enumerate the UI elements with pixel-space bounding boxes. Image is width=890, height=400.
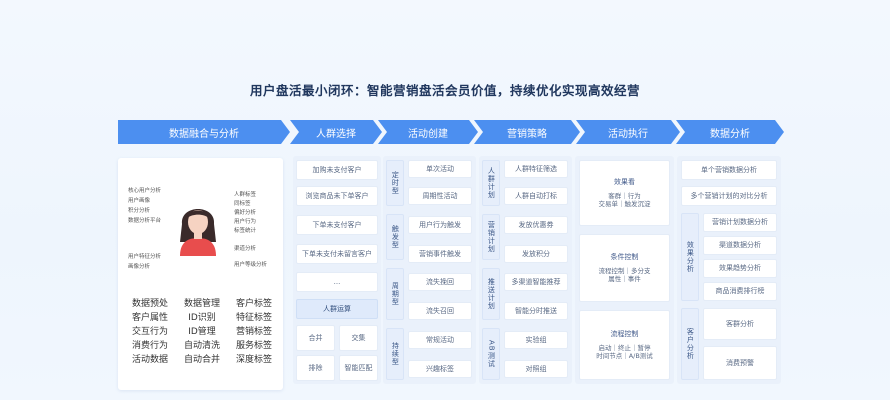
capability-cell: ID识别 xyxy=(178,310,226,323)
strategy-item[interactable]: 智能分时推送 xyxy=(504,302,568,320)
profile-note: 渠道分析 xyxy=(234,246,257,252)
profile-note: 用户特征分析 xyxy=(128,254,162,260)
page-title: 用户盘活最小闭环：智能营销盘活会员价值，持续优化实现高效经营 xyxy=(249,83,640,98)
execution-block: 效果看 客群｜行为 交易单｜触发沉淀 xyxy=(579,160,670,226)
capability-cell: 自动合并 xyxy=(178,352,226,365)
analysis-item[interactable]: 商品消费排行榜 xyxy=(703,282,777,301)
execution-block-body: 客群｜行为 交易单｜触发沉淀 xyxy=(598,192,651,209)
campaign-item[interactable]: 用户行为触发 xyxy=(408,216,472,234)
strategy-item[interactable]: 对照组 xyxy=(504,360,568,378)
analysis-item[interactable]: 营销计划数据分析 xyxy=(703,213,777,232)
profile-note: 用户行为 xyxy=(234,219,257,225)
strategy-type-label: AB测试 xyxy=(482,328,500,380)
capability-cell: ID管理 xyxy=(178,324,226,337)
profile-note: 画像分析 xyxy=(128,264,151,270)
profile-note: 数据分析平台 xyxy=(128,218,162,224)
analysis-item[interactable]: 消费预警 xyxy=(703,346,777,380)
campaign-item[interactable]: 兴趣标签 xyxy=(408,360,472,378)
capability-cell: 客户属性 xyxy=(126,310,174,323)
campaign-item[interactable]: 营销事件触发 xyxy=(408,245,472,263)
profile-note: 积分分析 xyxy=(128,208,151,214)
strategy-item[interactable]: 人群特征筛选 xyxy=(504,160,568,178)
execution-block-body: 启动｜终止｜暂停 时间节点｜A/B测试 xyxy=(596,344,653,361)
capability-cell: 服务标签 xyxy=(230,338,278,351)
analysis-item[interactable]: 客群分析 xyxy=(703,308,777,340)
strategy-item[interactable]: 实验组 xyxy=(504,331,568,349)
profile-note: 人群标签 xyxy=(234,192,257,198)
execution-block: 流程控制 启动｜终止｜暂停 时间节点｜A/B测试 xyxy=(579,310,670,380)
strategy-item[interactable]: 发放优惠券 xyxy=(504,216,568,234)
strategy-type-label: 人群计划 xyxy=(482,160,500,206)
execution-block-title: 效果看 xyxy=(614,177,635,186)
campaign-type-label: 周期型 xyxy=(386,268,404,320)
execution-block: 条件控制 流程控制｜多分支 属性｜事件 xyxy=(579,234,670,302)
audience-op[interactable]: 排除 xyxy=(296,355,335,381)
audience-item[interactable]: 下单未支付客户 xyxy=(296,215,378,235)
analysis-item[interactable]: 多个营销计划的对比分析 xyxy=(681,186,777,206)
capability-cell: 数据预处 xyxy=(126,296,174,309)
stage-audience: 人群选择 xyxy=(290,120,382,144)
execution-block-title: 流程控制 xyxy=(610,329,639,338)
campaign-item[interactable]: 单次活动 xyxy=(408,160,472,178)
audience-op[interactable]: 交集 xyxy=(339,325,378,351)
profile-note: 同标签 xyxy=(234,201,251,207)
audience-item[interactable]: ... xyxy=(296,272,378,292)
capability-cell: 深度标签 xyxy=(230,352,278,365)
execution-block-body: 流程控制｜多分支 属性｜事件 xyxy=(598,267,651,284)
campaign-item[interactable]: 常规活动 xyxy=(408,331,472,349)
campaign-type-label: 持续型 xyxy=(386,328,404,380)
profile-note: 偏好分析 xyxy=(234,210,257,216)
execution-block-title: 条件控制 xyxy=(610,252,639,261)
strategy-item[interactable]: 多渠道智能推荐 xyxy=(504,273,568,291)
capability-cell: 客户标签 xyxy=(230,296,278,309)
analysis-item[interactable]: 单个营销数据分析 xyxy=(681,160,777,180)
capability-cell: 消费行为 xyxy=(126,338,174,351)
capability-cell: 营销标签 xyxy=(230,324,278,337)
audience-op[interactable]: 合并 xyxy=(296,325,335,351)
analysis-item[interactable]: 效果趋势分析 xyxy=(703,259,777,278)
stage-campaign: 活动创建 xyxy=(378,120,478,144)
profile-note: 核心用户分析 xyxy=(128,188,162,194)
capability-cell: 特征标签 xyxy=(230,310,278,323)
audience-item[interactable]: 加购未支付客户 xyxy=(296,160,378,180)
analysis-type-label: 客户分析 xyxy=(681,308,699,380)
data-fusion-panel xyxy=(118,158,283,390)
audience-item[interactable]: 浏览商品未下单客户 xyxy=(296,186,378,206)
campaign-item[interactable]: 流失召回 xyxy=(408,302,472,320)
campaign-item[interactable]: 流失挽回 xyxy=(408,273,472,291)
analysis-item[interactable]: 渠道数据分析 xyxy=(703,236,777,255)
profile-note: 用户等级分析 xyxy=(234,262,268,268)
stage-analysis: 数据分析 xyxy=(676,120,784,144)
stage-data-fusion: 数据融合与分析 xyxy=(118,120,290,144)
capability-cell: 交互行为 xyxy=(126,324,174,337)
stage-strategy: 营销策略 xyxy=(474,120,580,144)
strategy-type-label: 推送计划 xyxy=(482,268,500,320)
analysis-type-label: 效果分析 xyxy=(681,213,699,301)
stage-execution: 活动执行 xyxy=(576,120,680,144)
capability-cell: 活动数据 xyxy=(126,352,174,365)
strategy-item[interactable]: 人群自动打标 xyxy=(504,187,568,205)
audience-operation-title: 人群运算 xyxy=(296,299,378,319)
campaign-type-label: 定时型 xyxy=(386,160,404,206)
profile-note: 用户画像 xyxy=(128,198,151,204)
strategy-item[interactable]: 发放积分 xyxy=(504,245,568,263)
audience-op[interactable]: 智能匹配 xyxy=(339,355,378,381)
avatar xyxy=(172,196,224,256)
campaign-type-label: 触发型 xyxy=(386,214,404,260)
capability-cell: 自动清洗 xyxy=(178,338,226,351)
capability-cell: 数据管理 xyxy=(178,296,226,309)
audience-item[interactable]: 下单未支付未留言客户 xyxy=(296,244,378,264)
strategy-type-label: 营销计划 xyxy=(482,214,500,260)
profile-note: 标签统计 xyxy=(234,228,257,234)
campaign-item[interactable]: 周期性活动 xyxy=(408,187,472,205)
